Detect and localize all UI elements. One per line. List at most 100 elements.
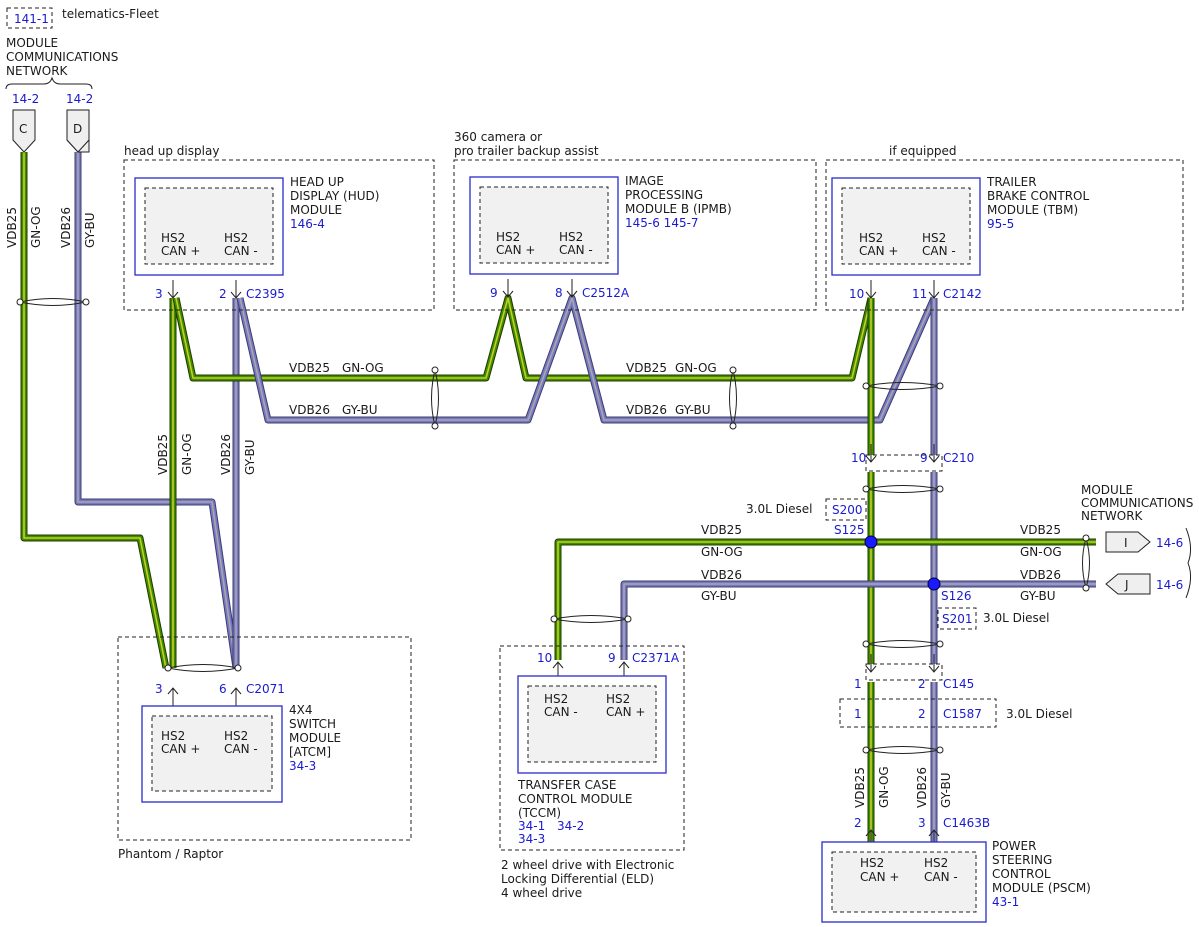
c145-outline	[865, 663, 943, 681]
connector-c210[interactable]: C210	[943, 451, 974, 465]
hud-ref[interactable]: 146-4	[290, 217, 325, 231]
twist-trunk-1-end-a	[862, 382, 870, 390]
tbm-ref[interactable]: 95-5	[987, 217, 1014, 231]
c145-high-arrow-head	[865, 665, 877, 673]
s201-box	[937, 607, 977, 630]
hud-name-line-3: MODULE	[290, 203, 342, 217]
splice-s125[interactable]: S125	[834, 523, 865, 537]
bus-b-high-circuit: VDB25	[626, 361, 667, 375]
connector-c1587[interactable]: C1587	[943, 707, 982, 721]
bus-a-low-circuit: VDB26	[289, 403, 330, 417]
ipmb-refs[interactable]: 145-6 145-7	[625, 216, 699, 230]
twist-trunk-3-end-b	[936, 640, 944, 648]
ipmb-pin-8-arrow-head	[566, 290, 578, 298]
twist-trunk-2-a	[865, 485, 941, 490]
header-reference-box[interactable]: 141-1	[6, 7, 53, 29]
tccm-bus-high-circuit: VDB25	[701, 523, 742, 537]
c210-high-arrow-head	[865, 455, 877, 463]
tccm-connector-c2371a[interactable]: C2371A	[632, 651, 680, 665]
atcm-name-line-2: SWITCH	[289, 717, 336, 731]
tccm-pin-low-can: CAN -	[544, 705, 578, 719]
tbm-connector-c2142[interactable]: C2142	[943, 287, 982, 301]
twist-left-b	[19, 301, 87, 306]
atcm-pin-low-can: CAN -	[224, 742, 258, 756]
ipmb-pin-8: 8	[555, 286, 563, 300]
tccm-name-line-3: (TCCM)	[518, 806, 561, 820]
tbm-pin-11-arrow-head	[928, 291, 940, 299]
hud-pin-high-hs2: HS2	[161, 231, 185, 245]
splice-s125-dot[interactable]	[864, 535, 878, 549]
atcm-ref[interactable]: 34-3	[289, 759, 316, 773]
atcm-drop-high-color: GN-OG	[180, 433, 194, 475]
hud-pin-3-arrow-head	[167, 291, 179, 299]
pscm-pin-2-arrow-head	[865, 829, 877, 837]
ipmb-connector-c2512a[interactable]: C2512A	[582, 286, 630, 300]
twist-bus-b-b	[732, 369, 737, 427]
connector-i[interactable]: I	[1105, 531, 1151, 553]
tccm-high-branch-layer-1	[555, 539, 1096, 660]
c210-pin-9: 9	[920, 451, 928, 465]
tccm-pin-high-hs2: HS2	[606, 692, 630, 706]
hud-pin-3: 3	[155, 287, 163, 301]
twist-bus-a-end-b	[431, 422, 439, 430]
bus-b-high-color: GN-OG	[675, 361, 717, 375]
tccm-ref-34-1[interactable]: 34-1	[518, 819, 545, 833]
tccm-inner-box	[527, 685, 657, 763]
splice-s200[interactable]: S200	[832, 503, 863, 517]
pscm-inner-box	[831, 851, 977, 913]
connector-c[interactable]: C	[12, 109, 36, 153]
tccm-name-line-2: CONTROL MODULE	[518, 792, 633, 806]
tccm-ref-34-2[interactable]: 34-2	[557, 819, 584, 833]
hud-pin-2-arrow-head	[230, 291, 242, 299]
s201-note: 3.0L Diesel	[983, 611, 1050, 625]
atcm-pin-high-can: CAN +	[161, 742, 200, 756]
bus-a-high-circuit: VDB25	[289, 361, 330, 375]
pscm-pin-2: 2	[854, 816, 862, 830]
pscm-connector-c1463b[interactable]: C1463B	[943, 816, 990, 830]
ipmb-name-line-3: MODULE B (IPMB)	[625, 202, 732, 216]
atcm-drop-low-circuit: VDB26	[219, 434, 233, 475]
ipmb-pin-9-arrow-head	[502, 290, 514, 298]
twist-atcm-b	[167, 667, 239, 672]
twist-right-b	[1085, 537, 1090, 589]
ref-14-6-i[interactable]: 14-6	[1156, 536, 1183, 550]
splice-s126-dot[interactable]	[927, 577, 941, 591]
atcm-connector-c2071[interactable]: C2071	[246, 682, 285, 696]
right-bus-low-circuit: VDB26	[1020, 568, 1061, 582]
atcm-pin-6-arrow-head	[230, 687, 242, 695]
right-network-title-line-2: COMMUNICATIONS	[1081, 496, 1193, 510]
tccm-name-line-1: TRANSFER CASE	[517, 778, 616, 792]
splice-s201[interactable]: S201	[942, 612, 973, 626]
atcm-pin-high-hs2: HS2	[161, 729, 185, 743]
atcm-name-line-4: [ATCM]	[289, 745, 331, 759]
c1587-note: 3.0L Diesel	[1006, 707, 1073, 721]
tccm-ref-34-3[interactable]: 34-3	[518, 832, 545, 846]
tccm-pin-9: 9	[608, 651, 616, 665]
tbm-pin-high-can: CAN +	[859, 244, 898, 258]
twist-right-end-a	[1082, 534, 1090, 542]
atcm-option-box	[117, 636, 412, 841]
wire-layer	[16, 152, 1096, 848]
right-network-brace	[1185, 527, 1192, 599]
connector-j[interactable]: J	[1105, 573, 1151, 595]
ref-14-2-c[interactable]: 14-2	[12, 92, 39, 106]
hud-inner-box	[144, 187, 274, 265]
connector-d[interactable]: D	[66, 109, 90, 153]
connector-c145[interactable]: C145	[943, 677, 974, 691]
hud-connector-c2395[interactable]: C2395	[246, 287, 285, 301]
connector-i-label: I	[1124, 536, 1128, 550]
splice-s126[interactable]: S126	[941, 589, 972, 603]
twist-atcm-end-b	[234, 664, 242, 672]
tbm-option-box	[825, 159, 1184, 311]
atcm-name-line-3: MODULE	[289, 731, 341, 745]
pscm-ref[interactable]: 43-1	[992, 895, 1019, 909]
hud-pin-low-can: CAN -	[224, 244, 258, 258]
tbm-name-line-1: TRAILER	[986, 175, 1037, 189]
network-title-line-2: COMMUNICATIONS	[6, 50, 118, 64]
ref-14-6-j[interactable]: 14-6	[1156, 578, 1183, 592]
ref-14-2-d[interactable]: 14-2	[66, 92, 93, 106]
bus-b-low-color: GY-BU	[675, 403, 711, 417]
tccm-bus-low-circuit: VDB26	[701, 568, 742, 582]
tccm-pin-high-can: CAN +	[606, 705, 645, 719]
